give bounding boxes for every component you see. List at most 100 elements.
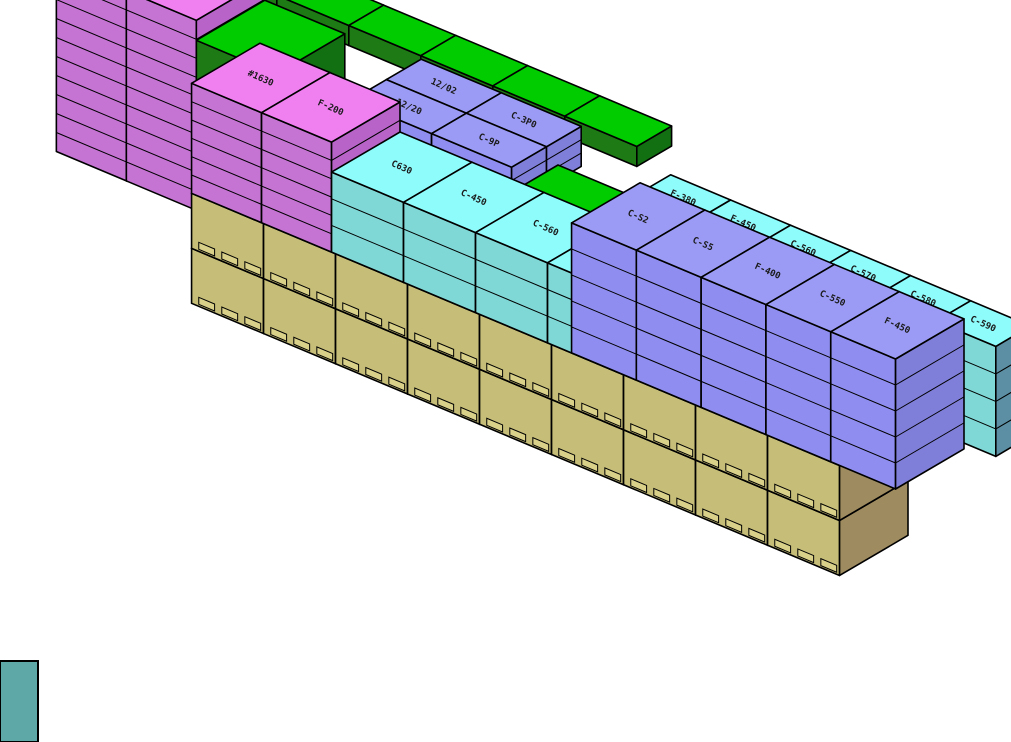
pallet-slat <box>581 402 599 418</box>
load-scene: #1830F-40012/02C-3P012/20C-9P#1630F-200C… <box>55 0 1011 577</box>
pallet-slat <box>748 472 766 488</box>
pallet-slat <box>558 392 576 408</box>
layer-line <box>995 419 1011 430</box>
pallet-slat <box>820 557 838 574</box>
pallet-slat <box>676 442 694 458</box>
pallet-slat <box>702 508 720 524</box>
purple-front-carton-5: F-450 <box>829 290 965 490</box>
pallet-slat <box>797 493 815 509</box>
layer-line <box>261 185 332 216</box>
layer-line <box>126 161 197 192</box>
layer-line <box>191 174 262 205</box>
pallet-slat <box>676 497 694 513</box>
layer-line <box>126 66 197 97</box>
layer-line <box>261 167 332 198</box>
layer-line <box>895 396 965 438</box>
layer-line <box>830 357 896 386</box>
layer-line <box>126 9 197 40</box>
layer-line <box>571 248 637 277</box>
pallet-slat <box>509 372 527 388</box>
pallet-slat <box>653 487 671 503</box>
layer-line <box>636 353 702 382</box>
top-face <box>260 71 401 143</box>
pallet-slat <box>653 432 671 448</box>
layer-line <box>56 113 127 144</box>
pallet-slat <box>532 436 550 453</box>
layer-line <box>126 85 197 116</box>
layer-line <box>331 224 404 257</box>
layer-line <box>56 0 127 30</box>
pallet-slat <box>198 241 216 257</box>
pallet-slat <box>460 351 478 367</box>
layer-line <box>571 274 637 303</box>
layer-line <box>126 123 197 154</box>
layer-line <box>191 101 262 132</box>
pallet-slat <box>270 271 288 287</box>
pallet-slat <box>198 296 216 312</box>
pallet-slat <box>604 467 622 483</box>
layer-line <box>546 139 582 161</box>
pallet-slat <box>725 462 743 479</box>
layer-line <box>56 75 127 106</box>
layer-line <box>56 132 127 163</box>
pallet-slat <box>316 346 334 362</box>
pallet-slat <box>509 427 527 443</box>
layer-line <box>261 130 332 161</box>
layer-line <box>765 330 831 359</box>
pallet-slat <box>414 387 432 403</box>
layer-line <box>403 255 476 287</box>
layer-line <box>126 104 197 135</box>
legend-swatch <box>0 660 39 742</box>
layer-line <box>101 0 127 11</box>
layer-line <box>636 301 702 330</box>
layer-line <box>765 382 831 411</box>
pallet-slat <box>797 548 815 564</box>
pallet-slat <box>748 527 766 543</box>
layer-line <box>571 326 637 355</box>
green-carton-back <box>563 95 673 168</box>
layer-line <box>895 422 965 464</box>
layer-line <box>700 354 767 384</box>
layer-line <box>700 380 767 410</box>
pallet-slat <box>244 315 262 332</box>
layer-line <box>56 56 127 87</box>
pallet-slat <box>437 341 455 358</box>
pallet-slat <box>388 321 406 337</box>
pallet-slat <box>460 406 478 422</box>
layer-line <box>830 383 896 412</box>
layer-line <box>331 119 401 161</box>
layer-line <box>191 119 262 150</box>
pallet-slat <box>388 376 406 392</box>
pallet-slat <box>244 260 262 277</box>
layer-line <box>56 37 127 68</box>
pallet-slat <box>486 362 504 378</box>
layer-line <box>56 18 127 49</box>
layer-line <box>191 137 262 169</box>
pallet-slat <box>316 291 334 307</box>
layer-line <box>403 228 476 260</box>
layer-line <box>636 275 702 304</box>
pallet-slat <box>820 502 838 519</box>
pallet-slat <box>365 311 383 327</box>
top-face <box>563 95 673 148</box>
pallet-slat <box>437 396 455 413</box>
layer-line <box>765 408 831 437</box>
pallet-slat <box>774 483 792 499</box>
pallet-slat <box>630 423 648 439</box>
top-face <box>829 290 965 360</box>
layer-line <box>56 94 127 125</box>
pallet-slat <box>342 357 360 373</box>
pallet-slat <box>270 326 288 342</box>
pallet-slat <box>702 453 720 469</box>
layer-line <box>475 285 548 317</box>
pallet-slat <box>342 302 360 318</box>
layer-line <box>765 356 831 385</box>
pallet-slat <box>581 457 599 473</box>
layer-line <box>261 203 332 235</box>
pallet-slat <box>532 381 550 398</box>
layer-line <box>830 435 896 464</box>
layer-line <box>995 391 1011 402</box>
pallet-slat <box>293 281 311 297</box>
pallet-slat <box>221 251 239 267</box>
